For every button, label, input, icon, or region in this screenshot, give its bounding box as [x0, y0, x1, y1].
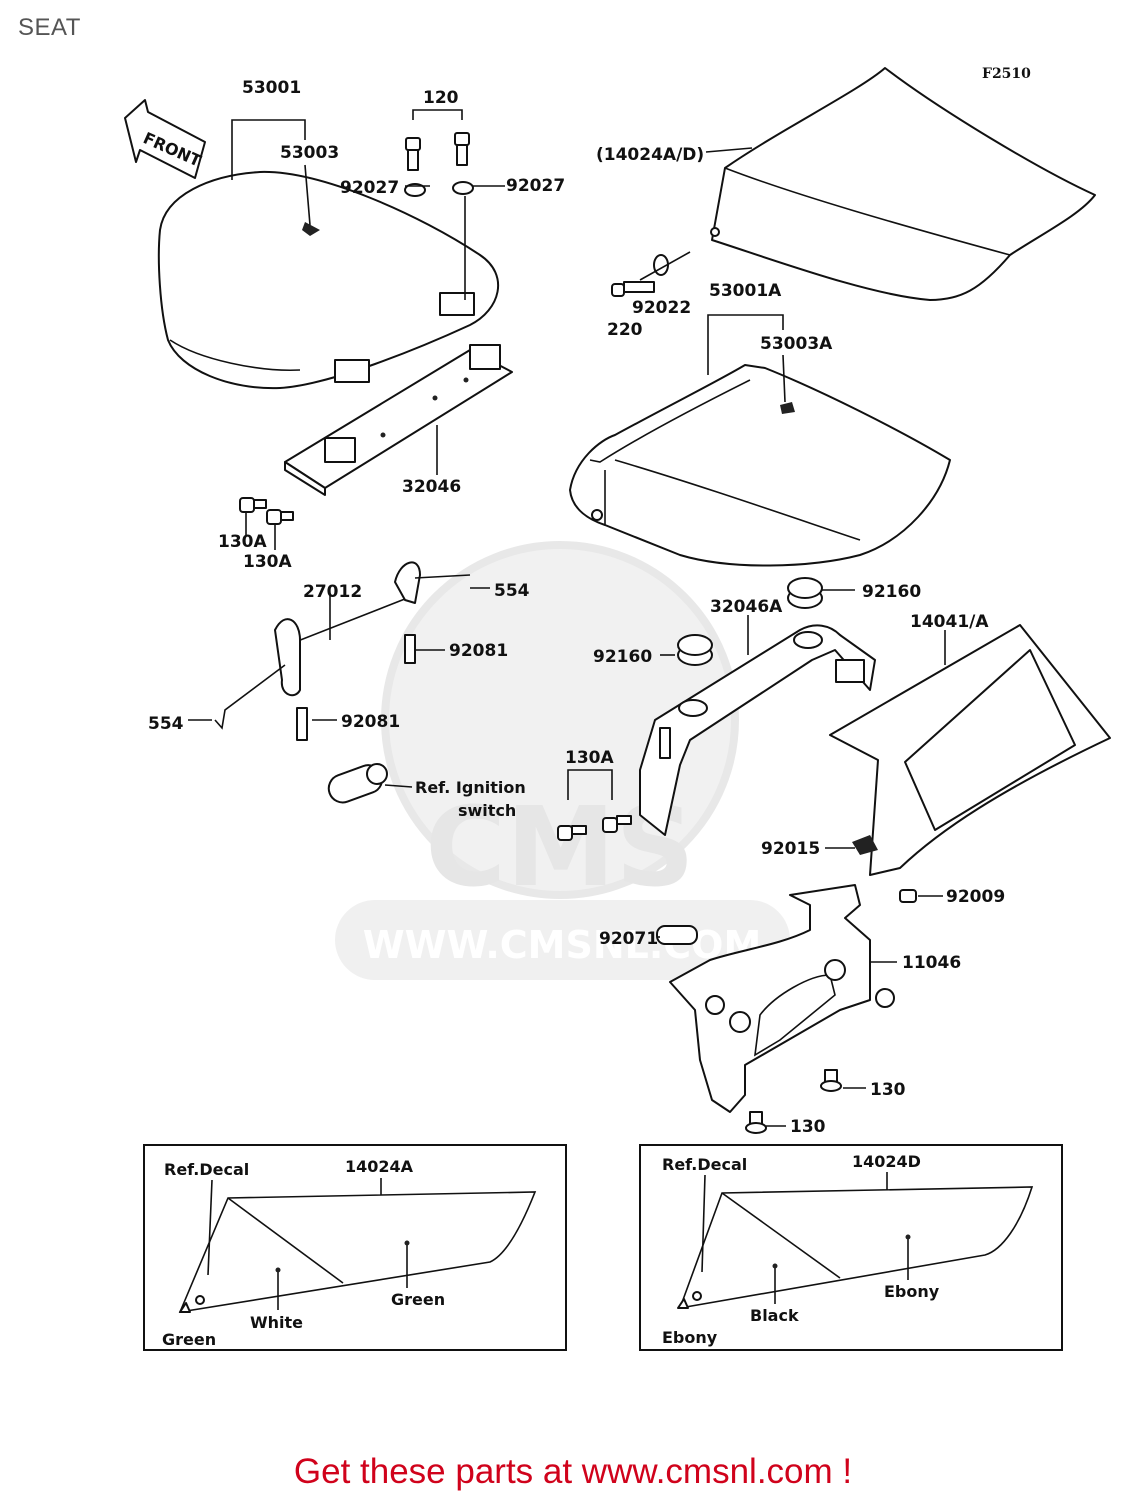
callout-27012: 27012: [303, 582, 362, 602]
callout-554-right: 554: [494, 581, 530, 601]
decal-box-14024d: Ref.Decal 14024D Ebony Black Ebony: [639, 1144, 1063, 1351]
decal-left-middle-color: White: [250, 1313, 303, 1332]
decal-right-right-color: Ebony: [884, 1282, 940, 1301]
callout-92022: 92022: [632, 298, 691, 318]
callout-ignition-line2: switch: [458, 801, 516, 820]
leader-lines: [188, 109, 946, 1127]
callout-92027-right: 92027: [506, 176, 565, 196]
callout-53003: 53003: [280, 143, 339, 163]
callout-11046: 11046: [902, 953, 961, 973]
seat-bracket-32046: [284, 344, 513, 496]
decal-left-tip-color: Green: [162, 1330, 216, 1349]
callout-130a-1: 130A: [218, 532, 267, 552]
grommets-92160: [677, 577, 823, 666]
cms-footer-link[interactable]: Get these parts at www.cmsnl.com !: [293, 1452, 853, 1491]
callout-32046a: 32046A: [710, 597, 783, 617]
callout-92009: 92009: [946, 887, 1005, 907]
passenger-seat: [569, 364, 951, 567]
callout-130-lower: 130: [790, 1117, 826, 1137]
front-seat: [157, 170, 499, 390]
callout-ignition-line1: Ref. Ignition: [415, 778, 526, 797]
seat-cowl-14024: [710, 67, 1096, 301]
callout-92071: 92071: [599, 929, 658, 949]
decal-right-middle-color: Black: [750, 1306, 799, 1325]
side-cover-14041: [829, 624, 1111, 876]
callout-92015: 92015: [761, 839, 820, 859]
front-arrow-icon: FRONT: [124, 99, 206, 179]
seat-frame-32046a: [639, 624, 876, 836]
callout-92160-upper: 92160: [862, 582, 921, 602]
bolts-130a-lower: [557, 815, 632, 841]
damper-92071: [656, 925, 698, 945]
callout-120: 120: [423, 88, 459, 108]
decal-right-part: 14024D: [852, 1152, 921, 1171]
callout-92160-lower: 92160: [593, 647, 652, 667]
screw-92009: [899, 889, 917, 903]
decal-left-ref: Ref.Decal: [164, 1160, 249, 1179]
decal-box-14024a: Ref.Decal 14024A Green White Green: [143, 1144, 567, 1351]
decal-right-tip-color: Ebony: [662, 1328, 718, 1347]
callout-92027-left: 92027: [340, 178, 399, 198]
callout-53003a: 53003A: [760, 334, 833, 354]
decal-left-part: 14024A: [345, 1157, 414, 1176]
seat-lock-27012: [214, 561, 471, 804]
callout-labels: 53001 120 53003 92027 92027 32046 130A 1…: [148, 78, 1005, 1137]
bolt-220: [611, 254, 669, 297]
callout-53001a: 53001A: [709, 281, 782, 301]
figure-code: F2510: [982, 66, 1031, 82]
callout-130-upper: 130: [870, 1080, 906, 1100]
callout-92081-upper: 92081: [449, 641, 508, 661]
bolts-130a: [239, 497, 294, 525]
callout-554-left: 554: [148, 714, 184, 734]
bolts-120: [404, 132, 474, 197]
callout-32046: 32046: [402, 477, 461, 497]
callout-53001: 53001: [242, 78, 301, 98]
callout-130a-2: 130A: [243, 552, 292, 572]
callout-14041a: 14041/A: [910, 612, 989, 632]
decal-left-right-color: Green: [391, 1290, 445, 1309]
page-title: SEAT: [18, 14, 81, 41]
callout-92081-lower: 92081: [341, 712, 400, 732]
callout-220: 220: [607, 320, 643, 340]
watermark-url: WWW.CMSNL.COM: [363, 923, 762, 967]
callout-130a-lower: 130A: [565, 748, 614, 768]
callout-14024ad: (14024A/D): [596, 145, 704, 165]
bolts-130: [745, 1069, 842, 1134]
hinge-bracket-11046: [669, 884, 895, 1113]
decal-right-ref: Ref.Decal: [662, 1155, 747, 1174]
